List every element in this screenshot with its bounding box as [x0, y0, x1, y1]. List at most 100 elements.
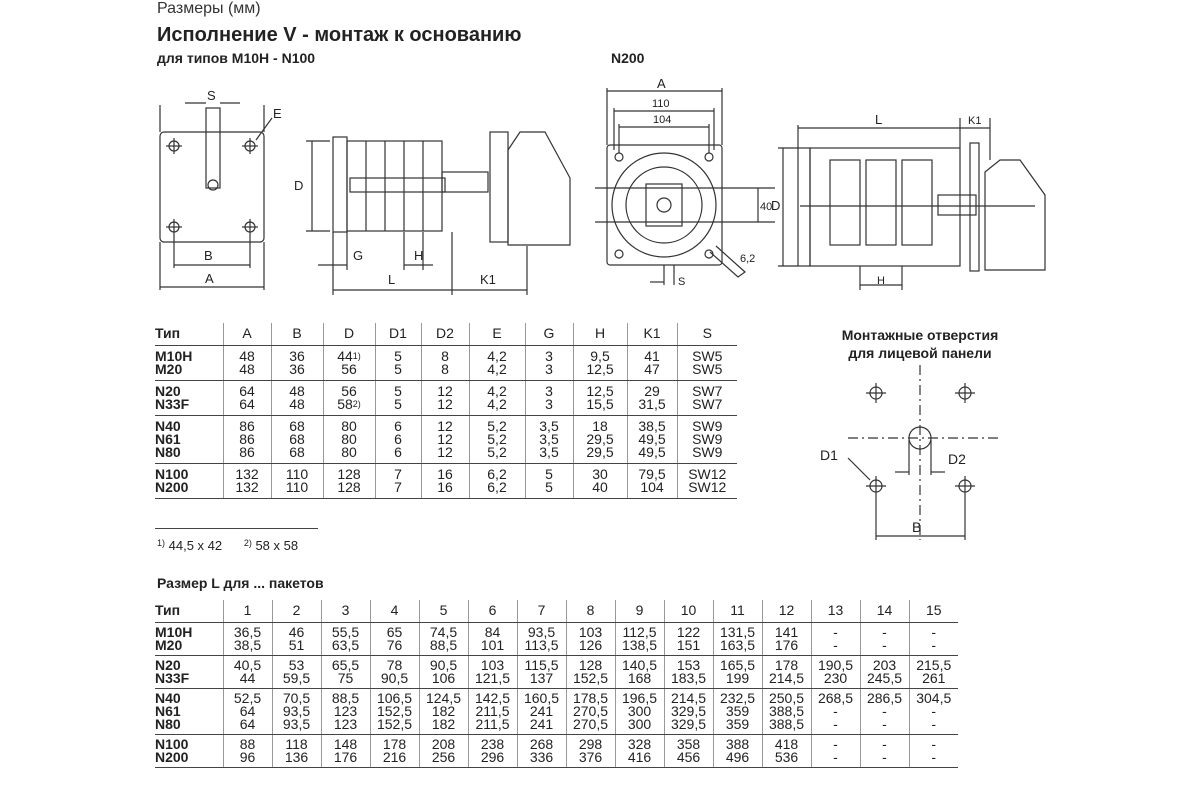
cell-value: 36 [289, 347, 305, 364]
cell-value: N40 [155, 417, 181, 434]
col-header: 13 [810, 600, 860, 623]
label-e: E [273, 106, 282, 121]
cell-value: 110 [285, 478, 309, 495]
table-cell: -- [859, 734, 909, 768]
label-k1: K1 [480, 272, 496, 287]
cell-value: 63,5 [331, 636, 360, 653]
cell-value: SW7 [692, 395, 723, 412]
cell-value: 245,5 [866, 669, 903, 686]
cell-value: - [882, 702, 887, 719]
cell-value: 68 [289, 430, 305, 447]
cell-value: 121,5 [474, 669, 511, 686]
cell-value: 90,5 [380, 669, 409, 686]
cell-value: - [882, 636, 887, 653]
cell-value: 7 [394, 465, 402, 482]
cell-value: 142,5 [474, 689, 511, 706]
cell-value: 86 [239, 430, 255, 447]
cell-value: 115,5 [524, 656, 559, 673]
cell-value: 80 [341, 443, 357, 460]
cell-value: 152,5 [572, 669, 609, 686]
cell-value: SW12 [688, 478, 727, 495]
cell-value: 5 [394, 347, 402, 364]
cell-value: 123 [333, 715, 358, 732]
cell-value: 5,2 [487, 417, 507, 434]
label-104: 104 [653, 114, 671, 126]
cell-value: 29 [644, 382, 660, 399]
cell-value: 93,5 [527, 623, 556, 640]
col-header: 15 [908, 600, 958, 623]
cell-value: 38,5 [233, 636, 262, 653]
label-h: H [414, 248, 423, 263]
cell-value: - [931, 748, 937, 765]
page-subtitle: для типов M10H - N100 [157, 50, 316, 66]
cell-value: 6,2 [487, 478, 507, 495]
cell-value: N200 [155, 748, 189, 765]
col-header: 12 [761, 600, 811, 623]
cell-value: 270,5 [572, 702, 609, 719]
cell-value: 128 [337, 465, 361, 482]
cell-value: 104 [640, 478, 664, 495]
cell-value: 88 [239, 735, 256, 752]
cell-value: 5 [394, 395, 402, 412]
cell-value: 12,5 [586, 382, 614, 399]
table-header-row: Тип A B D D1 D2 E G H K1 S [155, 323, 737, 346]
mounting-title-line2: для лицевой панели [848, 345, 992, 361]
label-n200-a: A [657, 76, 666, 91]
cell-value: 153 [676, 656, 701, 673]
cell-value: 214,5 [670, 689, 707, 706]
cell-value: 203 [872, 656, 897, 673]
cell-value: 12,5 [586, 360, 614, 377]
cell-value: - [931, 623, 937, 640]
label-n200-d: D [771, 198, 780, 213]
cell-value: 456 [676, 748, 701, 765]
footnote-marker: 2) [352, 398, 361, 409]
cell-value: 113,5 [524, 636, 559, 653]
cell-value: 182 [431, 715, 456, 732]
page-title: Исполнение V - монтаж к основанию [157, 24, 522, 46]
col-header: 4 [369, 600, 419, 623]
footnote-divider [155, 528, 318, 529]
cell-value: 84 [484, 623, 501, 640]
cell-value: - [882, 735, 887, 752]
col-header: 11 [712, 600, 762, 623]
cell-value: 388 [725, 735, 750, 752]
mounting-label-d2: D2 [948, 451, 966, 467]
cell-value: 270,5 [572, 715, 609, 732]
cell-value: 151 [676, 636, 701, 653]
cell-value: 261 [922, 669, 946, 686]
cell-value: 36,5 [233, 623, 262, 640]
cell-value: 3,5 [539, 430, 559, 447]
cell-value: 336 [529, 748, 554, 765]
cell-value: 5 [545, 465, 553, 482]
footnote-1-mark: 1) [157, 538, 166, 548]
table-cell: 268,5-- [810, 688, 860, 735]
cell-value: 232,5 [719, 689, 756, 706]
cell-value: - [931, 735, 937, 752]
